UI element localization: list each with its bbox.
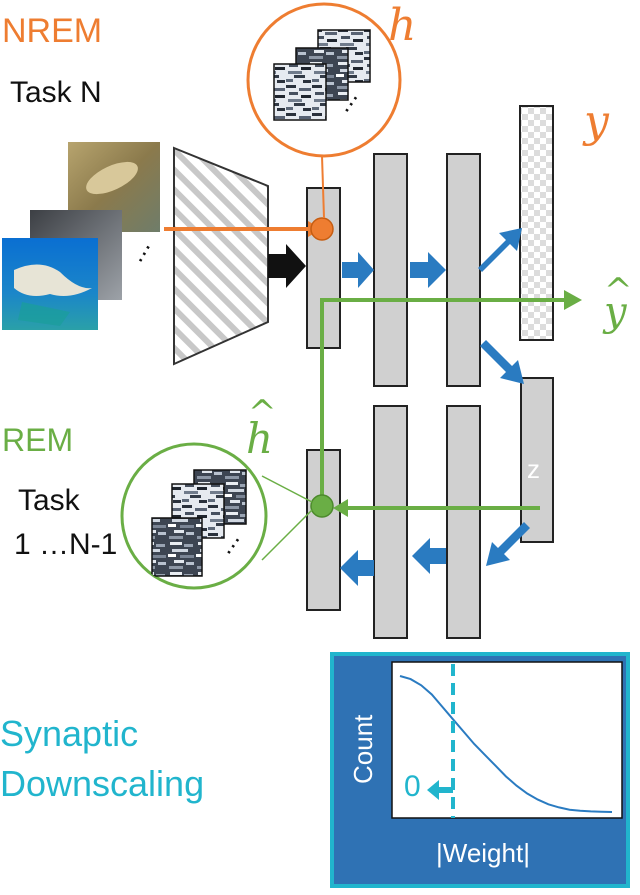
input-images: …	[2, 142, 160, 330]
h-symbol: h	[388, 0, 417, 51]
weight-distribution-line	[399, 675, 613, 813]
encoder-arrow	[268, 244, 306, 288]
nrem-label: NREM	[2, 12, 103, 50]
task-range-label-line2: 1 …N-1	[14, 528, 118, 561]
h-hat-letter: h	[246, 414, 274, 463]
y-axis-label: Count	[348, 714, 378, 784]
zero-label: 0	[404, 770, 421, 803]
layer-top-2	[373, 153, 408, 387]
encoder-block	[173, 146, 269, 366]
input-dots: …	[124, 235, 157, 267]
task-n-label: Task N	[10, 76, 102, 109]
z-label: z	[527, 454, 540, 484]
layer-bottom-1	[306, 449, 341, 611]
h-hat-symbol: ^h	[246, 393, 277, 463]
downscaling-panel	[330, 652, 630, 888]
synaptic-label-line1: Synaptic	[0, 713, 139, 754]
downscale-arrow	[427, 780, 453, 800]
nrem-feature-zoom: …	[246, 2, 402, 158]
x-axis-label: |Weight|	[436, 838, 530, 868]
y-symbol: y	[584, 96, 609, 147]
y-hat-letter: y	[604, 289, 627, 335]
layer-bottom-3	[446, 405, 481, 639]
layer-top-3	[446, 153, 481, 387]
output-layer	[519, 105, 554, 341]
layer-bottom-2	[373, 405, 408, 639]
rem-path	[261, 290, 582, 561]
forward-arrows	[340, 228, 530, 586]
task-range-label-line1: Task	[18, 484, 80, 517]
rem-label: REM	[2, 422, 74, 458]
nrem-path	[164, 155, 334, 241]
rem-feature-zoom: …	[120, 442, 268, 590]
synaptic-label-line2: Downscaling	[0, 763, 205, 804]
y-hat-symbol: ^y	[604, 271, 633, 335]
latent-layer-z	[520, 377, 554, 543]
chart-plot-area	[391, 661, 623, 819]
